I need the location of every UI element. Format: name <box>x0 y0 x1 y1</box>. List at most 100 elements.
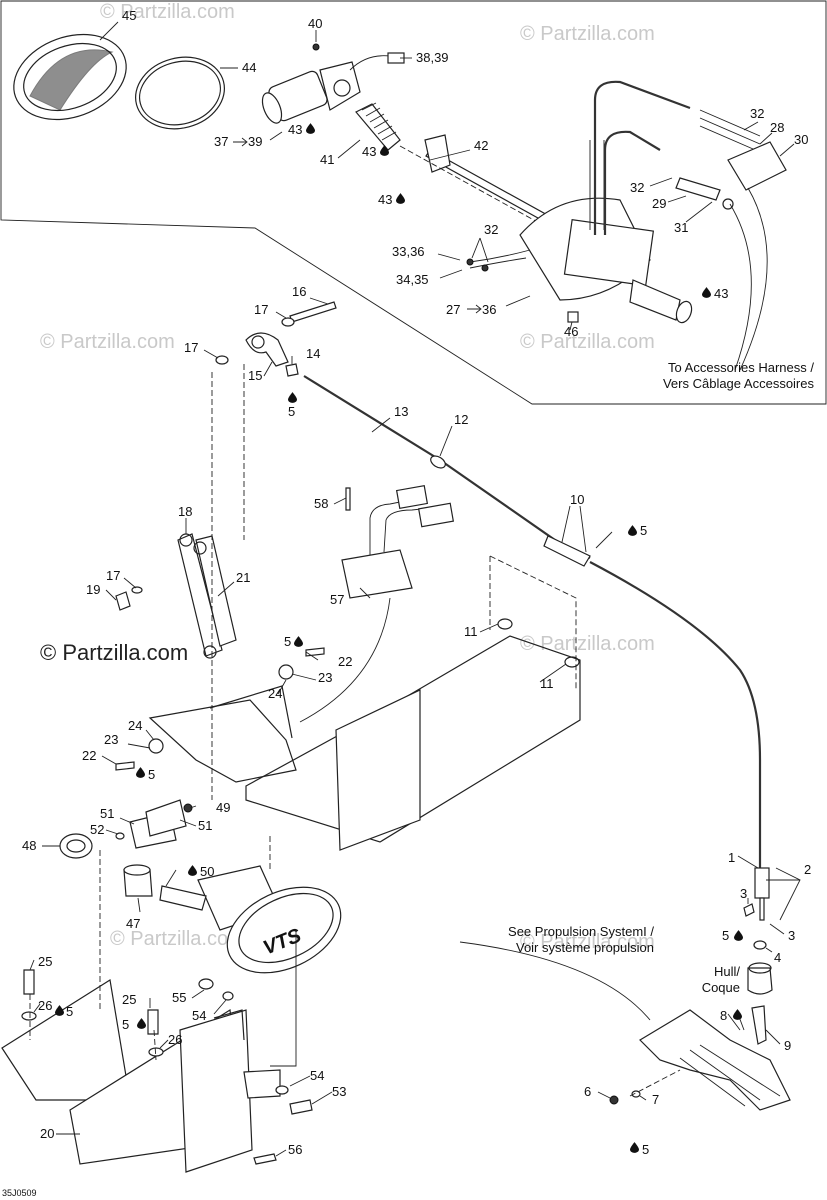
callout-55: 55 <box>172 990 186 1005</box>
callout-48: 48 <box>22 838 36 853</box>
note-accessories-fr: Vers Câblage Accessoires <box>663 376 815 391</box>
callout-5b: 5 <box>640 523 647 538</box>
callout-6: 6 <box>584 1084 591 1099</box>
callout-28: 28 <box>770 120 784 135</box>
note-hull-en: Hull/ <box>714 964 740 979</box>
lubricant-drop-icon <box>396 193 405 204</box>
lubricant-drop-icon <box>288 392 297 403</box>
notes: To Accessories Harness / Vers Câblage Ac… <box>508 360 814 995</box>
lubricant-drop-icon <box>136 767 145 778</box>
harness-57 <box>341 485 455 599</box>
callout-18: 18 <box>178 504 192 519</box>
callout-27: 27 <box>446 302 460 317</box>
lubricant-drop-icon <box>306 123 315 134</box>
callout-32a: 32 <box>750 106 764 121</box>
watermark: © Partzilla.com <box>520 331 655 353</box>
callout-43d: 43 <box>714 286 728 301</box>
callout-32c: 32 <box>484 222 498 237</box>
callout-5g: 5 <box>122 1017 129 1032</box>
callouts: 45 44 40 38,39 3 7 39 43 41 43 42 43 32 2… <box>22 8 811 1157</box>
callout-21: 21 <box>236 570 250 585</box>
callout-14: 14 <box>306 346 320 361</box>
lubricant-drop-icon <box>137 1018 146 1029</box>
callout-40: 40 <box>308 16 322 31</box>
callout-58: 58 <box>314 496 328 511</box>
callout-27-36-end: 36 <box>482 302 496 317</box>
lubricant-drop-icon <box>294 636 303 647</box>
callout-45: 45 <box>122 8 136 23</box>
callout-42: 42 <box>474 138 488 153</box>
lubricant-drop-icon <box>55 1005 64 1016</box>
watermark-main: © Partzilla.com <box>40 640 188 665</box>
callout-51a: 51 <box>100 806 114 821</box>
callout-22b: 22 <box>82 748 96 763</box>
note-propulsion-fr: Voir système propulsion <box>516 940 654 955</box>
callout-52: 52 <box>90 822 104 837</box>
vts-switch: VTS <box>159 865 342 974</box>
callout-32b: 32 <box>630 180 644 195</box>
callout-43c: 43 <box>378 192 392 207</box>
callout-25b: 25 <box>122 992 136 1007</box>
callout-33-36: 33,36 <box>392 244 425 259</box>
callout-30: 30 <box>794 132 808 147</box>
callout-12: 12 <box>454 412 468 427</box>
callout-26a: 26 <box>38 998 52 1013</box>
drawing-code: 35J0509 <box>2 1188 37 1198</box>
callout-17b: 17 <box>184 340 198 355</box>
callout-5e: 5 <box>722 928 729 943</box>
callout-5c: 5 <box>284 634 291 649</box>
callout-54b: 54 <box>310 1068 324 1083</box>
bracket-20 <box>1 979 281 1173</box>
callout-9: 9 <box>784 1038 791 1053</box>
callout-5d: 5 <box>148 767 155 782</box>
callout-5h: 5 <box>642 1142 649 1157</box>
inset-frame <box>0 0 827 405</box>
callout-20: 20 <box>40 1126 54 1141</box>
nut-48 <box>59 833 93 859</box>
callout-11a: 11 <box>464 624 478 639</box>
lubricant-drop-icon <box>188 865 197 876</box>
callout-41: 41 <box>320 152 334 167</box>
range-arrows <box>233 137 482 314</box>
watermark: © Partzilla.com <box>520 23 655 45</box>
callout-24b: 24 <box>128 718 142 733</box>
watermark: © Partzilla.com <box>110 928 245 950</box>
callout-37-39-end: 39 <box>248 134 262 149</box>
callout-3b: 3 <box>788 928 795 943</box>
watermark: © Partzilla.com <box>100 1 235 23</box>
note-propulsion-en: See Propulsion SystemI / <box>508 924 654 939</box>
leader-lines <box>29 21 801 1157</box>
lubricant-drop-icon <box>628 525 637 536</box>
callout-7: 7 <box>652 1092 659 1107</box>
callout-8: 8 <box>720 1008 727 1023</box>
callout-31: 31 <box>674 220 688 235</box>
callout-23a: 23 <box>318 670 332 685</box>
propulsion-arm <box>639 1009 791 1111</box>
callout-5f: 5 <box>66 1004 73 1019</box>
callout-13: 13 <box>394 404 408 419</box>
callout-16: 16 <box>292 284 306 299</box>
callout-19: 19 <box>86 582 100 597</box>
callout-54a: 54 <box>192 1008 206 1023</box>
lubricant-drop-icon <box>733 1009 742 1020</box>
callout-43a: 43 <box>288 122 302 137</box>
callout-34-35: 34,35 <box>396 272 429 287</box>
watermark: © Partzilla.com <box>40 331 175 353</box>
connector-30 <box>727 141 787 191</box>
callout-10: 10 <box>570 492 584 507</box>
callout-53: 53 <box>332 1084 346 1099</box>
callout-17c: 17 <box>106 568 120 583</box>
callout-26b: 26 <box>168 1032 182 1047</box>
callout-56: 56 <box>288 1142 302 1157</box>
callout-11b: 11 <box>540 676 554 691</box>
callout-29: 29 <box>652 196 666 211</box>
watermark: © Partzilla.com <box>520 633 655 655</box>
watermark: © Partzilla.com <box>520 931 655 953</box>
boot-41 <box>355 102 401 151</box>
watermarks: © Partzilla.com © Partzilla.com © Partzi… <box>40 1 655 953</box>
callout-44: 44 <box>242 60 256 75</box>
callout-38-39: 38,39 <box>416 50 449 65</box>
callout-24a: 24 <box>268 686 282 701</box>
callout-23b: 23 <box>104 732 118 747</box>
